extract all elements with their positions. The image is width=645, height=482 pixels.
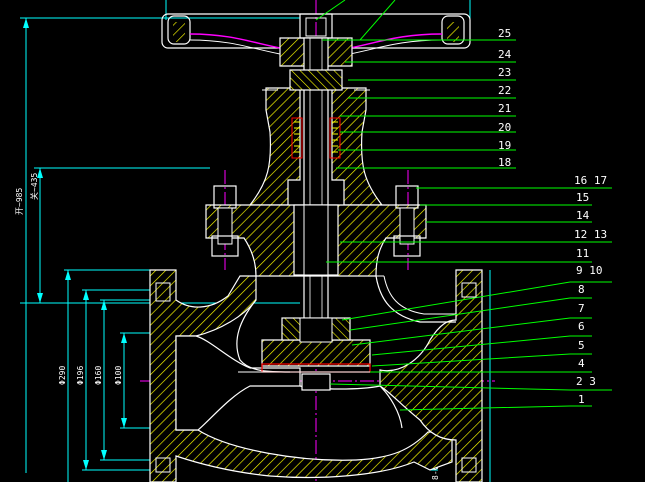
label-part-6: 6 [578, 320, 585, 333]
label-part-2-3: 2 3 [576, 375, 596, 388]
dim-closed-height: 关~435 [29, 173, 39, 200]
label-part-21: 21 [498, 102, 511, 115]
dim-d196: Φ196 [76, 366, 85, 385]
dim-d290: Φ290 [58, 366, 67, 385]
part-leaders [315, 0, 612, 411]
part-numbers: 25 24 23 22 21 20 19 18 16 17 15 14 12 1… [498, 27, 607, 406]
dim-d100: Φ100 [114, 366, 123, 385]
label-part-15: 15 [576, 191, 589, 204]
dim-d160: Φ160 [94, 366, 103, 385]
dimension-arrows [23, 18, 127, 470]
label-part-18: 18 [498, 156, 511, 169]
label-part-20: 20 [498, 121, 511, 134]
valve-disc [238, 317, 394, 391]
label-part-22: 22 [498, 84, 511, 97]
label-part-23: 23 [498, 66, 511, 79]
label-part-4: 4 [578, 357, 585, 370]
dim-open-height: 开~985 [15, 188, 24, 215]
label-part-12-13: 12 13 [574, 228, 607, 241]
valve-body [149, 269, 483, 482]
label-part-1: 1 [578, 393, 585, 406]
label-part-16-17: 16 17 [574, 174, 607, 187]
label-part-14: 14 [576, 209, 590, 222]
label-part-8: 8 [578, 283, 585, 296]
label-part-5: 5 [578, 339, 585, 352]
label-part-25: 25 [498, 27, 511, 40]
flange-bolt-holes [155, 282, 477, 473]
label-part-7: 7 [578, 302, 585, 315]
label-part-9-10: 9 10 [576, 264, 603, 277]
bonnet-flange [205, 185, 427, 277]
label-part-24: 24 [498, 48, 512, 61]
label-part-11: 11 [576, 247, 589, 260]
yoke [248, 69, 384, 206]
label-part-19: 19 [498, 139, 511, 152]
